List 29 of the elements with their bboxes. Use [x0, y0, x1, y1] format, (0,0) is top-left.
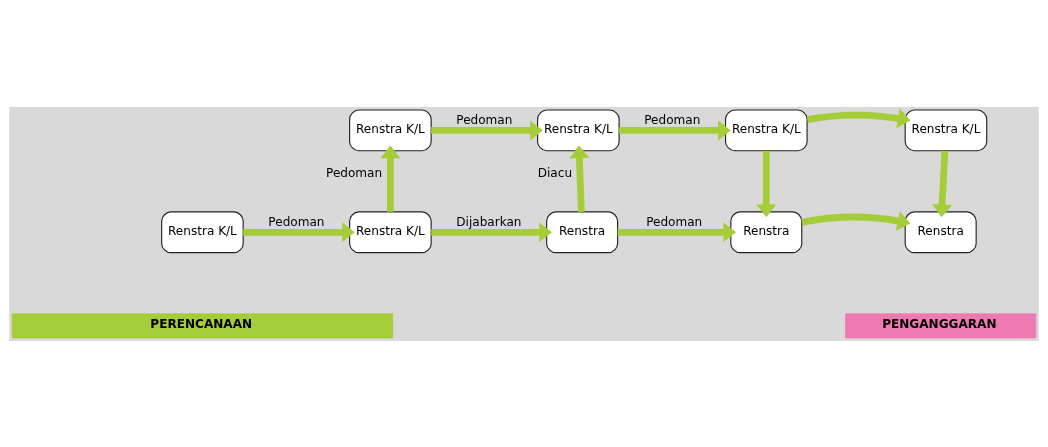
node-box: Renstra K/L — [724, 108, 808, 151]
node-box: Renstra K/L — [349, 108, 432, 151]
edge-label: Pedoman — [326, 165, 383, 180]
node-box: Renstra — [904, 210, 977, 253]
node-box: Renstra K/L — [349, 210, 432, 253]
arrow — [932, 150, 953, 217]
node-box: Renstra K/L — [537, 108, 620, 151]
edge-label: Pedoman — [456, 112, 513, 127]
arrow — [801, 210, 911, 231]
arrow — [569, 145, 590, 212]
arrow — [431, 119, 543, 140]
node-box: PENGANGGARAN — [845, 312, 1037, 338]
edge-label: Pedoman — [644, 112, 701, 127]
node-box: Renstra K/L — [161, 210, 244, 253]
edge-label: Pedoman — [268, 214, 325, 229]
node-box: Renstra — [546, 210, 619, 253]
edge-label: Diacu — [537, 165, 573, 180]
arrow — [380, 145, 401, 212]
arrow — [806, 108, 911, 128]
arrow — [756, 150, 777, 217]
node-box: PERENCANAAN — [11, 312, 394, 338]
arrow — [431, 221, 552, 242]
edge-label: Dijabarkan — [456, 214, 522, 229]
arrow — [619, 119, 731, 140]
node-box: Renstra — [730, 210, 803, 253]
node-box: Renstra K/L — [904, 108, 988, 151]
arrow — [617, 221, 737, 242]
edge-label: Pedoman — [646, 214, 703, 229]
arrow — [243, 221, 355, 242]
